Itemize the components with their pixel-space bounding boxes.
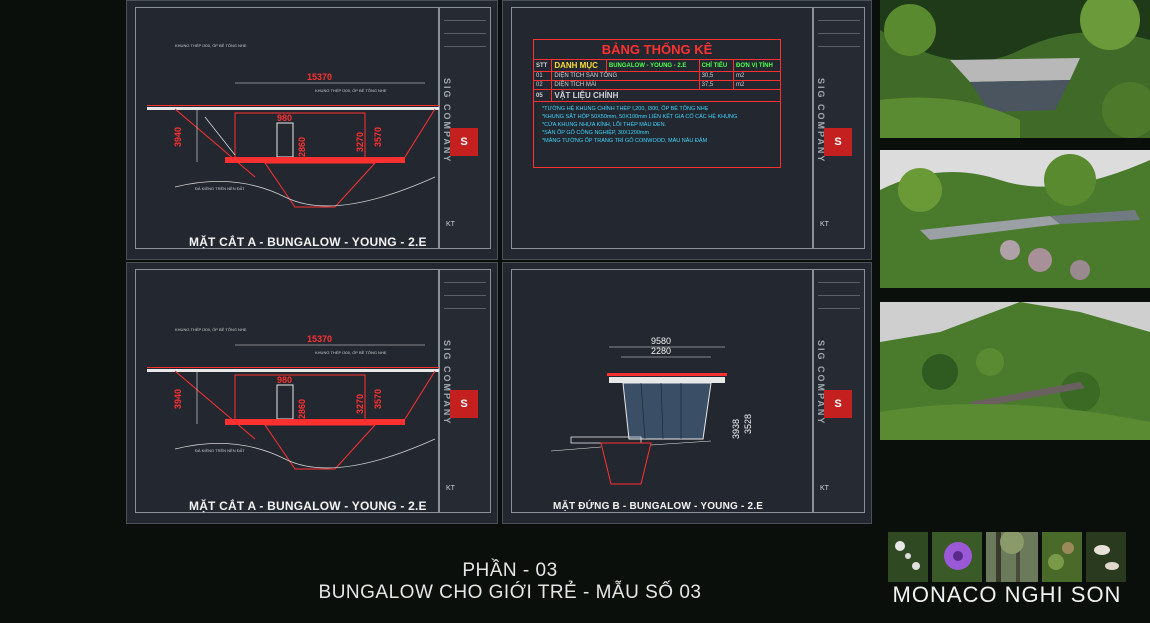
dim-width: 15370 [307,334,332,344]
render-photo-aerial [880,0,1150,138]
svg-text:KHUNG THÉP I300, ỐP BÊ TÔNG NH: KHUNG THÉP I300, ỐP BÊ TÔNG NHẸ [315,350,387,355]
dim-h1: 3938 [731,419,741,439]
company-vertical-text: SIG COMPANY [442,340,452,426]
col-item: DANH MỤC [551,59,607,72]
sheet-label: MẶT CẮT A - BUNGALOW - YOUNG - 2.E [189,499,427,513]
svg-text:ĐÀ KIỀNG TRÊN NỀN ĐẤT: ĐÀ KIỀNG TRÊN NỀN ĐẤT [195,186,245,191]
list-item: *MẢNG TƯỜNG ỐP TRANG TRÍ GỖ CONWOOD, MÀU… [542,138,708,144]
render-photo-side [880,150,1150,288]
dim-left: 3940 [173,389,183,409]
col-stt: STT [532,59,553,72]
dim-h3: 3570 [373,127,383,147]
render-photo-hillside [880,302,1150,440]
brand-name: MONACO NGHI SON [892,582,1122,607]
title-block: SIG COMPANY S KT [813,7,865,249]
sheet-code: KT [820,485,829,492]
statistics-title: BẢNG THỐNG KÊ [533,39,781,59]
dim-h2: 3270 [355,132,365,152]
company-vertical-text: SIG COMPANY [442,78,452,164]
list-item: *KHUNG SẮT HỘP 50X50mm, 50X100mm LIÊN KẾ… [542,114,738,120]
part-title: PHẦN - 03 [462,560,558,581]
dim-left: 3940 [173,127,183,147]
svg-text:KHUNG THÉP I300, ỐP BÊ TÔNG NH: KHUNG THÉP I300, ỐP BÊ TÔNG NHẸ [175,43,247,48]
col-index: CHỈ TIÊU [698,59,735,72]
section-drawing: KHUNG THÉP I300, ỐP BÊ TÔNG NHẸ KHUNG TH… [147,327,441,470]
title-block: SIG COMPANY S KT [439,269,491,513]
section-drawing: KHUNG THÉP I300, ỐP BÊ TÔNG NHẸ KHUNG TH… [147,43,441,208]
svg-text:KHUNG THÉP I300, ỐP BÊ TÔNG NH: KHUNG THÉP I300, ỐP BÊ TÔNG NHẸ [175,327,247,332]
col-name: BUNGALOW - YOUNG - 2.E [605,59,700,72]
col-unit: ĐƠN VỊ TÍNH [733,59,781,72]
company-logo-icon: S [450,390,478,418]
dim-h2: 3270 [355,394,365,414]
sheet-code: KT [820,221,829,228]
sheet-label: MẶT CẮT A - BUNGALOW - YOUNG - 2.E [189,235,427,249]
list-item: *TƯỜNG HỆ KHUNG CHÍNH THÉP I,200, I300, … [542,106,709,112]
dim-h3: 3570 [373,389,383,409]
materials-header-row: 05 VẬT LIỆU CHÍNH [532,89,781,102]
dim-width: 9580 [651,336,671,346]
sheet-code: KT [446,485,455,492]
part-subtitle: BUNGALOW CHO GIỚI TRẺ - MẪU SỐ 03 [318,582,702,603]
table-row: 01 DIỆN TÍCH SÀN TỔNG 30,5 m2 [532,71,781,81]
sheet-frame [511,7,813,249]
dim-h2: 3528 [743,414,753,434]
purple-flower-thumbnail [932,532,982,582]
dim-h1: 2860 [297,137,307,157]
sheet-elevation-b: 9580 2280 3938 3528 MẶT ĐỨNG B - BUNGALO… [502,262,872,524]
company-vertical-text: SIG COMPANY [816,78,826,164]
moss-thumbnail [1042,532,1082,582]
dim-width: 15370 [307,72,332,82]
sheet-frame [511,269,813,513]
dim-inner: 2280 [651,346,671,356]
sheet-label: MẶT ĐỨNG B - BUNGALOW - YOUNG - 2.E [553,501,764,512]
sheet-section-a-bottom: KHUNG THÉP I300, ỐP BÊ TÔNG NHẸ KHUNG TH… [126,262,498,524]
company-logo-icon: S [450,128,478,156]
dim-inner: 980 [277,375,292,385]
sheet-statistics: BẢNG THỐNG KÊ STT DANH MỤC BUNGALOW - YO… [502,0,872,260]
elevation-drawing: 9580 2280 3938 3528 [550,336,753,485]
flower-thumbnail [888,532,928,582]
list-item: *SÀN ỐP GỖ CÔNG NGHIỆP, 30X1200mm [542,130,650,136]
sheet-frame [135,7,439,249]
sheet-code: KT [446,221,455,228]
sheet-frame [135,269,439,513]
company-logo-icon: S [824,128,852,156]
mushroom-thumbnail [1086,532,1126,582]
company-logo-icon: S [824,390,852,418]
materials-list: *TƯỜNG HỆ KHUNG CHÍNH THÉP I,200, I300, … [533,102,781,168]
forest-thumbnail [986,532,1038,582]
sheet-section-a-top: KHUNG THÉP I300, ỐP BÊ TÔNG NHẸ KHUNG TH… [126,0,498,260]
svg-text:KHUNG THÉP I300, ỐP BÊ TÔNG NH: KHUNG THÉP I300, ỐP BÊ TÔNG NHẸ [315,88,387,93]
table-row: 02 DIỆN TÍCH MÁI 37,5 m2 [532,80,781,90]
list-item: *CỬA KHUNG NHỰA KÍNH, LÕI THÉP MÀU ĐEN. [542,122,667,128]
title-block: SIG COMPANY S KT [439,7,491,249]
title-block: SIG COMPANY S KT [813,269,865,513]
company-vertical-text: SIG COMPANY [816,340,826,426]
statistics-table: BẢNG THỐNG KÊ STT DANH MỤC BUNGALOW - YO… [532,39,781,168]
svg-text:ĐÀ KIỀNG TRÊN NỀN ĐẤT: ĐÀ KIỀNG TRÊN NỀN ĐẤT [195,448,245,453]
dim-inner: 980 [277,113,292,123]
dim-h1: 2860 [297,399,307,419]
